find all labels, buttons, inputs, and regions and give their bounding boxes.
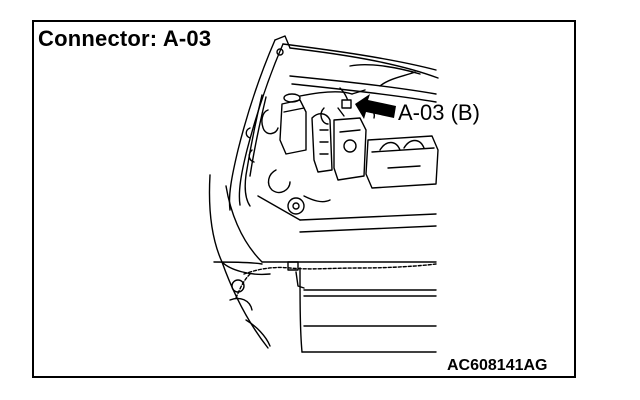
hood-outline [229,36,438,210]
connector-a03-marker [338,100,351,116]
front-structure [226,186,436,262]
wiring-harness [245,72,415,206]
figure-code: AC608141AG [447,357,548,374]
connector-callout-label: A-03 (B) [398,100,480,125]
diagram-title: Connector: A-03 [38,26,212,51]
callout-arrow [355,94,396,119]
engine-block [262,94,438,214]
bumper-harness [236,262,436,298]
diagram-frame [32,20,576,378]
front-bumper [210,175,437,352]
